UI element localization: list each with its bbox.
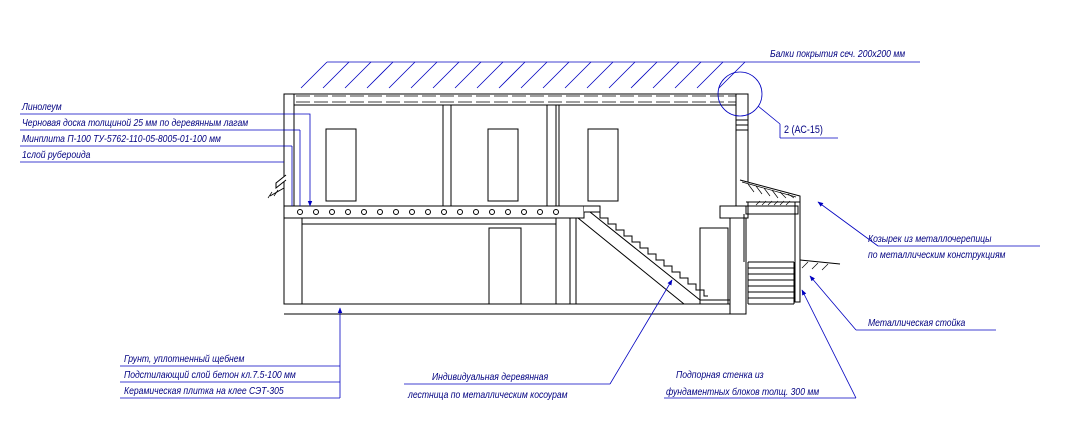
- canopy-label-line1: Козырек из металлочерепицы: [868, 233, 992, 245]
- roof-beams-label: Балки покрытия сеч. 200х200 мм: [770, 48, 906, 60]
- interior-column-1: [442, 104, 452, 207]
- roof-beam-hatch: [296, 95, 742, 103]
- roof-beam-leaders: [300, 61, 746, 89]
- door-upper-1: [325, 128, 357, 202]
- annotation-leaders: [20, 61, 1040, 399]
- interior-column-2: [546, 104, 557, 207]
- door-upper-2: [487, 128, 519, 202]
- floor-slab-voids: [297, 209, 559, 215]
- ground-line-right: [799, 259, 841, 265]
- ground-floor-layer-3: Керамическая плитка на клее СЭТ-305: [124, 385, 284, 397]
- stair-stringer: [577, 211, 701, 305]
- left-wall-lower: [283, 217, 303, 305]
- door-lower-1: [488, 227, 522, 305]
- stair-treads: [599, 212, 708, 297]
- interior-column-lower: [569, 217, 577, 305]
- detail-ref-label: 2 (АС-15): [784, 124, 823, 136]
- detail-circle: [717, 71, 763, 117]
- left-wall-upper: [283, 93, 295, 207]
- door-upper-3: [587, 128, 619, 202]
- canopy: [739, 179, 801, 203]
- floor-layer-4: 1слой рубероида: [22, 149, 91, 161]
- stair-label-line1: Индивидуальная деревянная: [432, 371, 549, 383]
- stair-label-line2: лестница по металлическим косоурам: [408, 389, 568, 401]
- ground-floor-layer-2: Подстилающий слой бетон кл.7.5-100 мм: [124, 369, 296, 381]
- floor-layer-1: Линолеум: [22, 101, 62, 113]
- retaining-wall-label-line1: Подпорная стенка из: [676, 369, 764, 381]
- floor-layer-3: Минплита П-100 ТУ-5762-110-05-8005-01-10…: [22, 133, 221, 145]
- interior-column-3: [555, 104, 560, 207]
- canopy-label-line2: по металлическим конструкциям: [868, 249, 1006, 261]
- floor-layer-2: Черновая доска толщиной 25 мм по деревян…: [22, 117, 249, 129]
- entrance-steps: [748, 261, 794, 305]
- building-section: [267, 93, 841, 315]
- metal-post-label: Металлическая стойка: [868, 317, 966, 329]
- ground-floor-layer-1: Грунт, уплотненный щебнем: [124, 353, 245, 365]
- retaining-wall-label-line2: фундаментных блоков толщ. 300 мм: [666, 386, 820, 398]
- annex-post: [794, 201, 801, 303]
